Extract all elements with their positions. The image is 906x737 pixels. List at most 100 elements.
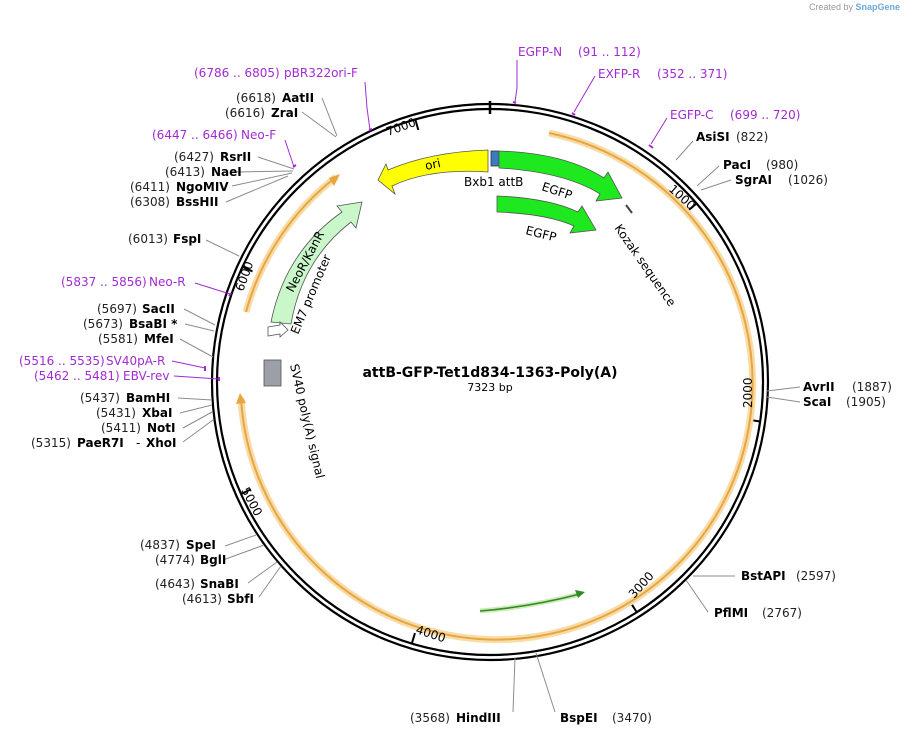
kozak-label: Kozak sequence — [612, 222, 679, 309]
site-pflmi-name: PflMI — [714, 606, 748, 620]
site-labels-left: (3568) HindIII (4613) SbfI (4643) SnaBI … — [31, 91, 501, 725]
site-paer7i-pos: (5315) — [31, 436, 71, 450]
site-spei-name: SpeI — [186, 538, 216, 552]
site-zrai-name: ZraI — [271, 106, 298, 120]
site-noti-name: NotI — [147, 421, 176, 435]
primer-markers — [204, 101, 654, 381]
site-mfei-pos: (5581) — [98, 332, 138, 346]
site-pflmi-pos: (2767) — [762, 606, 802, 620]
site-sgrai-pos: (1026) — [788, 173, 828, 187]
snapgene-logo-text: SnapGene — [855, 2, 900, 12]
ori-label: ori — [424, 156, 442, 173]
egfp-feature-2 — [496, 195, 597, 234]
primer-egfp-c-name: EGFP-C — [670, 108, 713, 122]
site-rsrii-pos: (6427) — [174, 150, 214, 164]
tick-label-4000: 4000 — [414, 623, 447, 646]
site-xbai-name: XbaI — [142, 406, 172, 420]
site-xbai-pos: (5431) — [96, 406, 136, 420]
egfp-feature-1 — [498, 150, 623, 202]
tick-label-7000: 7000 — [384, 115, 417, 139]
sv40-polya-label: SV40 poly(A) signal — [287, 363, 327, 480]
bxb1-attb-label: Bxb1 attB — [464, 175, 523, 189]
primer-pbr322ori-f-pos: (6786 .. 6805) — [194, 66, 280, 80]
site-bsabi-pos: (5673) — [83, 317, 123, 331]
ori-feature — [377, 149, 489, 196]
site-bsshii-name: BssHII — [176, 195, 218, 209]
site-paer7i-name: PaeR7I — [77, 436, 124, 450]
site-naei-name: NaeI — [211, 165, 242, 179]
primer-exfp-r-pos: (352 .. 371) — [657, 67, 727, 81]
bxb1-attb-feature — [490, 150, 500, 167]
site-aatii-pos: (6618) — [236, 91, 276, 105]
primer-egfp-c-pos: (699 .. 720) — [730, 108, 800, 122]
site-bgli-pos: (4774) — [155, 553, 195, 567]
site-ngomiv-pos: (6411) — [130, 180, 170, 194]
site-xhoi-name: XhoI — [146, 436, 177, 450]
site-scai-name: ScaI — [803, 395, 831, 409]
primer-neo-f-name: Neo-F — [241, 128, 276, 142]
primer-egfp-n-pos: (91 .. 112) — [578, 45, 641, 59]
site-noti-pos: (5411) — [101, 421, 141, 435]
plasmid-name: attB-GFP-Tet1d834-1363-Poly(A) — [362, 365, 617, 381]
site-snabi-pos: (4643) — [155, 577, 195, 591]
site-asisi-pos: (822) — [736, 130, 768, 144]
site-paci-pos: (980) — [766, 158, 798, 172]
site-paci-name: PacI — [723, 158, 751, 172]
snapgene-credit: Created by SnapGene — [809, 2, 900, 12]
primer-neo-f-pos: (6447 .. 6466) — [152, 128, 238, 142]
insert-arc-2 — [245, 176, 337, 313]
em7-promoter-feature — [267, 321, 289, 338]
site-dash: - — [136, 436, 140, 450]
egfp-label-2: EGFP — [524, 223, 557, 244]
primer-sv40pa-r-name: SV40pA-R — [106, 354, 165, 368]
site-sbfi-name: SbfI — [227, 592, 254, 606]
site-bstapi-pos: (2597) — [796, 569, 836, 583]
site-bgli-name: BglI — [200, 553, 226, 567]
primer-labels: EGFP-N (91 .. 112) EXFP-R (352 .. 371) E… — [19, 45, 800, 383]
site-hindiii-pos: (3568) — [410, 711, 450, 725]
kozak-marker — [625, 204, 633, 214]
green-arc — [479, 593, 581, 612]
primer-pbr322ori-f-name: pBR322ori-F — [284, 66, 358, 80]
site-bamhi-name: BamHI — [126, 391, 170, 405]
site-bstapi-name: BstAPI — [741, 569, 786, 583]
egfp-label-1: EGFP — [540, 180, 574, 203]
tick-mark-6000 — [242, 265, 253, 273]
site-hindiii-name: HindIII — [456, 711, 501, 725]
site-sacii-pos: (5697) — [97, 302, 137, 316]
site-fspi-pos: (6013) — [128, 232, 168, 246]
insert-arc — [240, 132, 754, 641]
site-zrai-pos: (6616) — [225, 106, 265, 120]
green-arrowhead — [575, 590, 585, 598]
site-sacii-name: SacII — [142, 302, 175, 316]
primer-sv40pa-r-pos: (5516 .. 5535) — [19, 354, 105, 368]
site-ngomiv-name: NgoMIV — [176, 180, 229, 194]
tick-mark-4000 — [410, 632, 416, 644]
credit-prefix: Created by — [808, 2, 853, 12]
site-fspi-name: FspI — [173, 232, 201, 246]
site-bsshii-pos: (6308) — [130, 195, 170, 209]
site-bspei-name: BspEI — [560, 711, 598, 725]
site-asisi-name: AsiSI — [696, 130, 730, 144]
plasmid-length: 7323 bp — [467, 381, 512, 394]
site-avrii-pos: (1887) — [852, 380, 892, 394]
site-sbfi-pos: (4613) — [182, 592, 222, 606]
site-bsabi-name: BsaBI * — [129, 317, 178, 331]
site-aatii-name: AatII — [282, 91, 314, 105]
leader-lines — [171, 60, 801, 713]
primer-neo-r-name: Neo-R — [149, 275, 186, 289]
site-spei-pos: (4837) — [140, 538, 180, 552]
site-rsrii-name: RsrII — [220, 150, 251, 164]
site-bspei-pos: (3470) — [612, 711, 652, 725]
primer-neo-r-pos: (5837 .. 5856) — [61, 275, 147, 289]
tick-mark-5000 — [240, 488, 252, 495]
tick-mark-7000 — [414, 119, 420, 131]
primer-exfp-r-name: EXFP-R — [598, 67, 640, 81]
site-mfei-name: MfeI — [144, 332, 174, 346]
insert-arrowhead-2 — [236, 393, 246, 404]
neor-kanr-feature — [270, 201, 363, 325]
site-snabi-name: SnaBI — [200, 577, 239, 591]
primer-ebv-rev-name: EBV-rev — [123, 369, 169, 383]
site-avrii-name: AvrII — [803, 380, 835, 394]
sv40-polya-feature — [263, 359, 282, 387]
